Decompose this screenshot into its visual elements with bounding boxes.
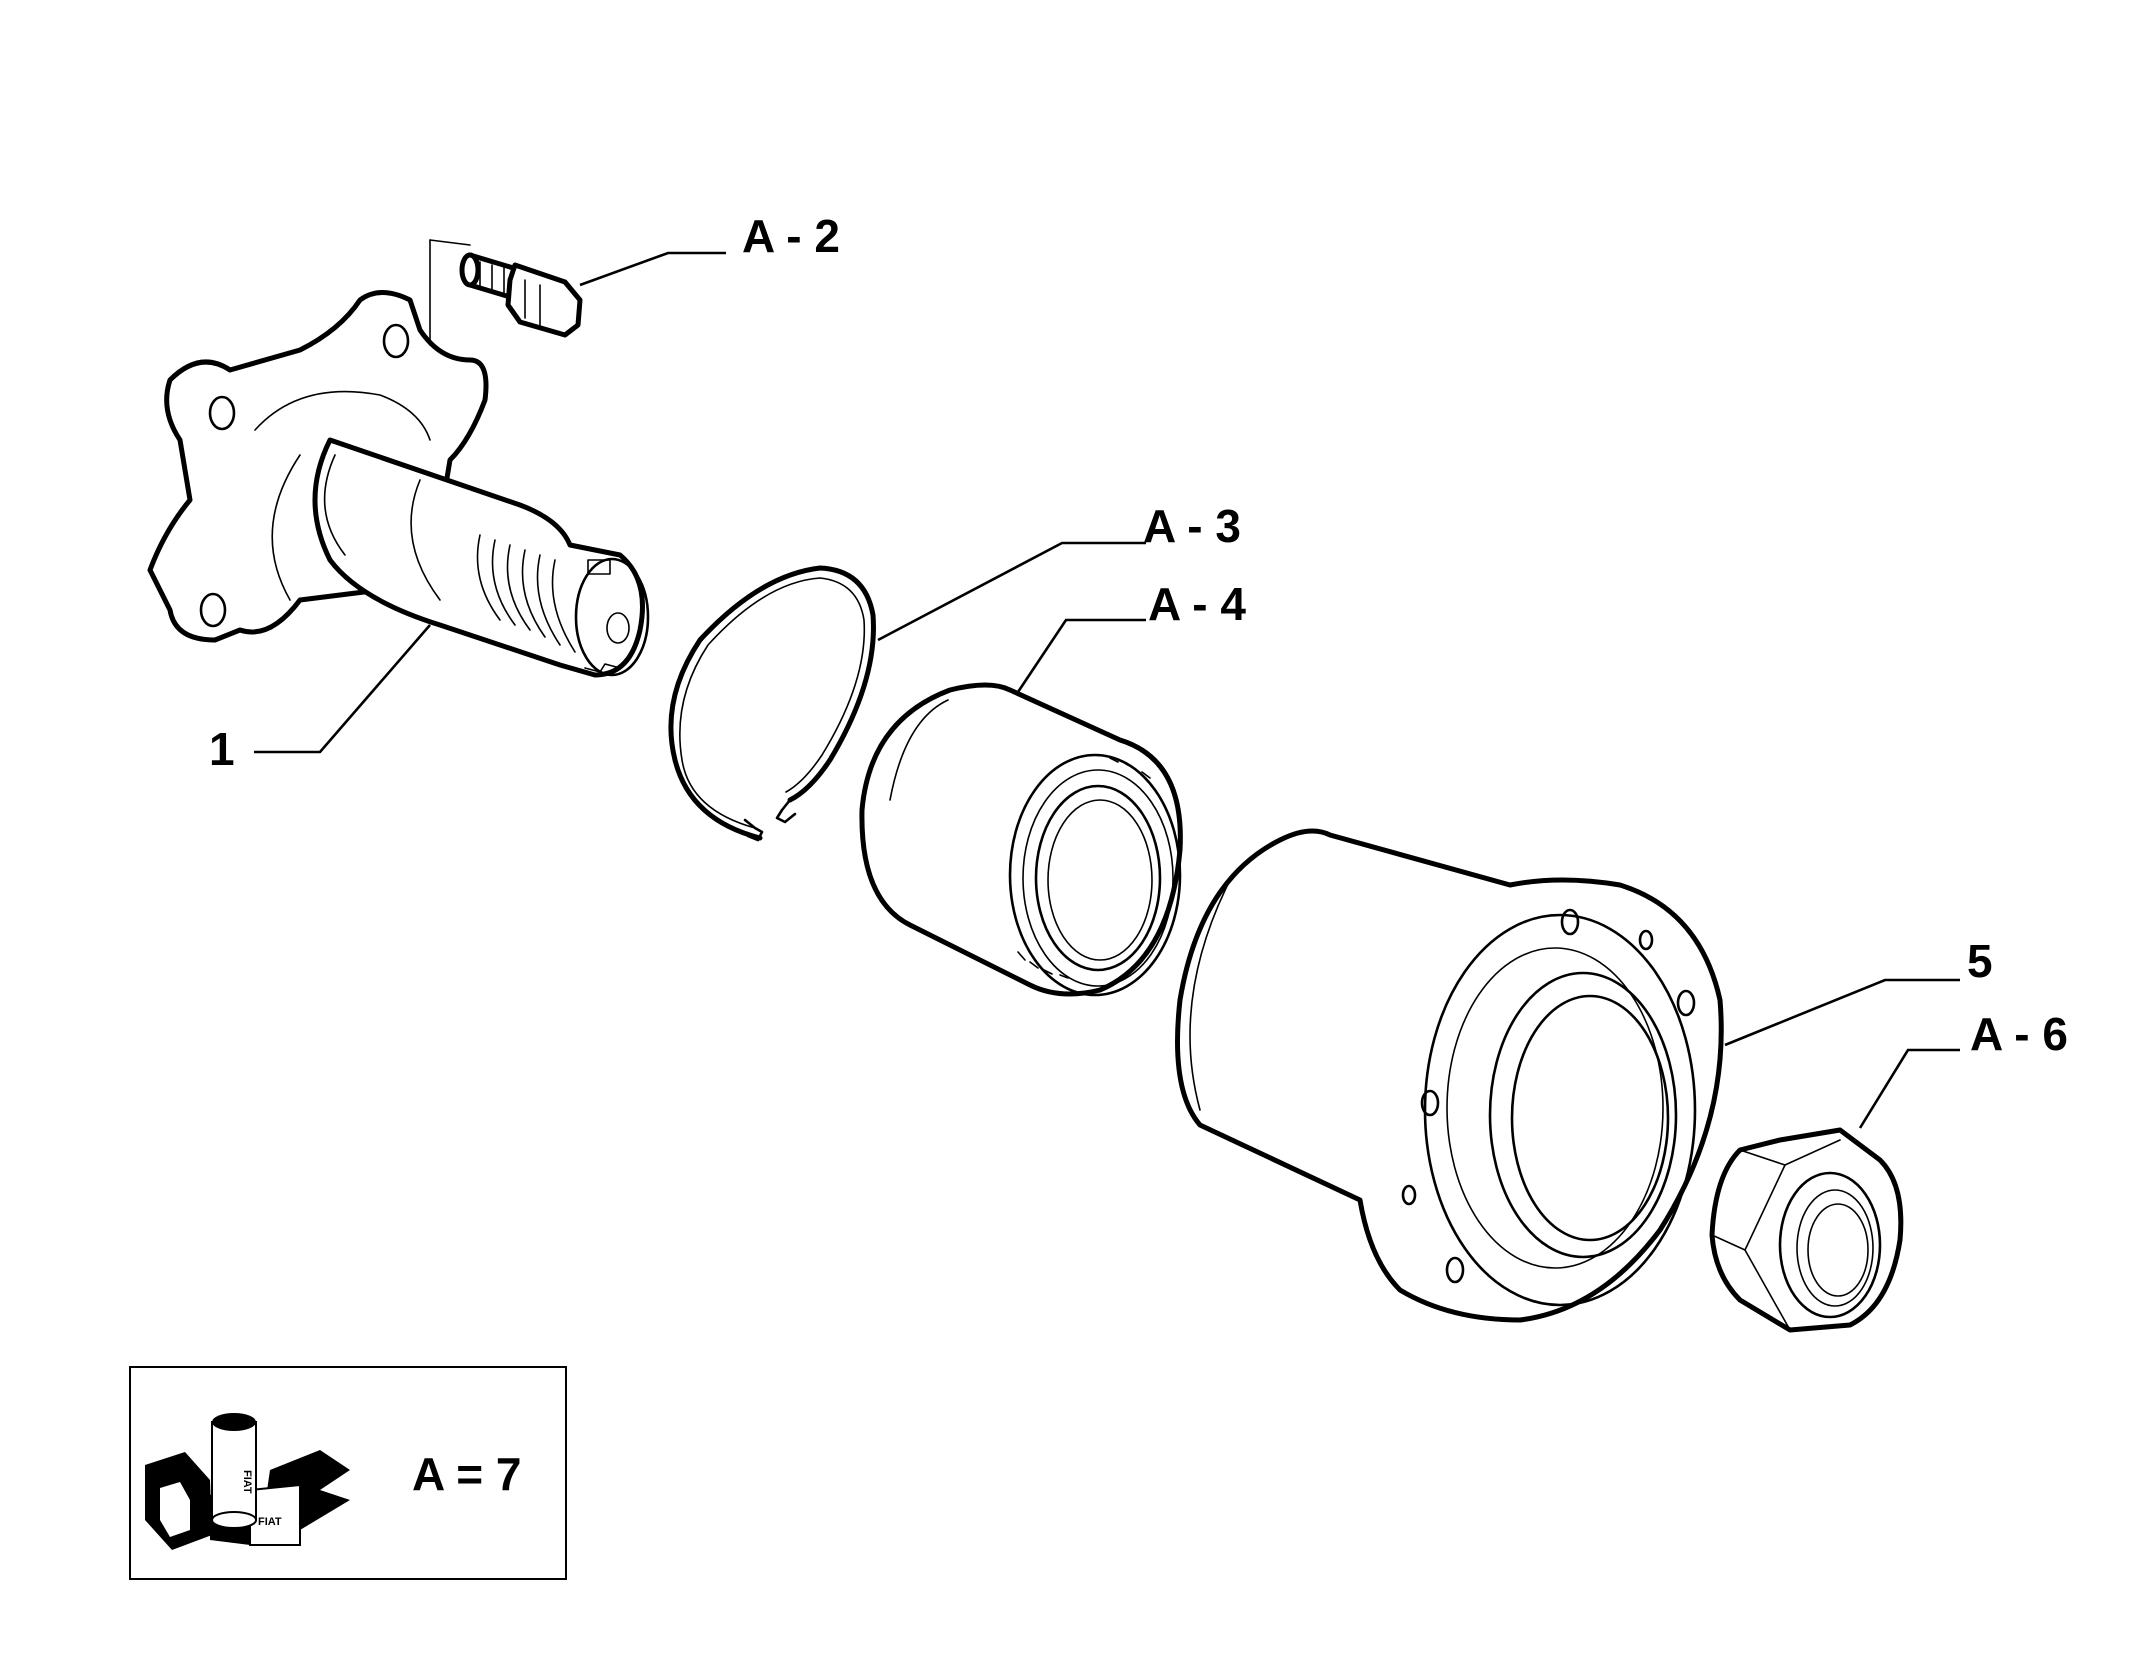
callout-label-1: 1 [209,723,235,775]
part-bolt [429,239,583,346]
callout-label-a6: A - 6 [1970,1008,2068,1060]
part-wheel-hub [1175,828,1724,1323]
callout-label-a3: A - 3 [1143,500,1241,552]
legend-equation: A = 7 [412,1448,522,1500]
lubricant-box-brand-label: FIAT [258,1516,282,1528]
leader-lines [254,251,1960,1129]
callout-label-5: 5 [1967,935,1993,987]
part-wheel-bearing [859,682,1183,997]
part-circlip [668,565,876,842]
lubricant-brand-label: FIAT [241,1470,253,1494]
part-hub-nut [1709,1127,1904,1333]
part-stub-axle [147,290,650,678]
legend-box: FIAT FIAT A = 7 [129,1366,567,1580]
callout-label-a2: A - 2 [742,210,840,262]
callout-label-a4: A - 4 [1148,578,1246,630]
lubricant-icon: FIAT FIAT [145,1413,350,1550]
